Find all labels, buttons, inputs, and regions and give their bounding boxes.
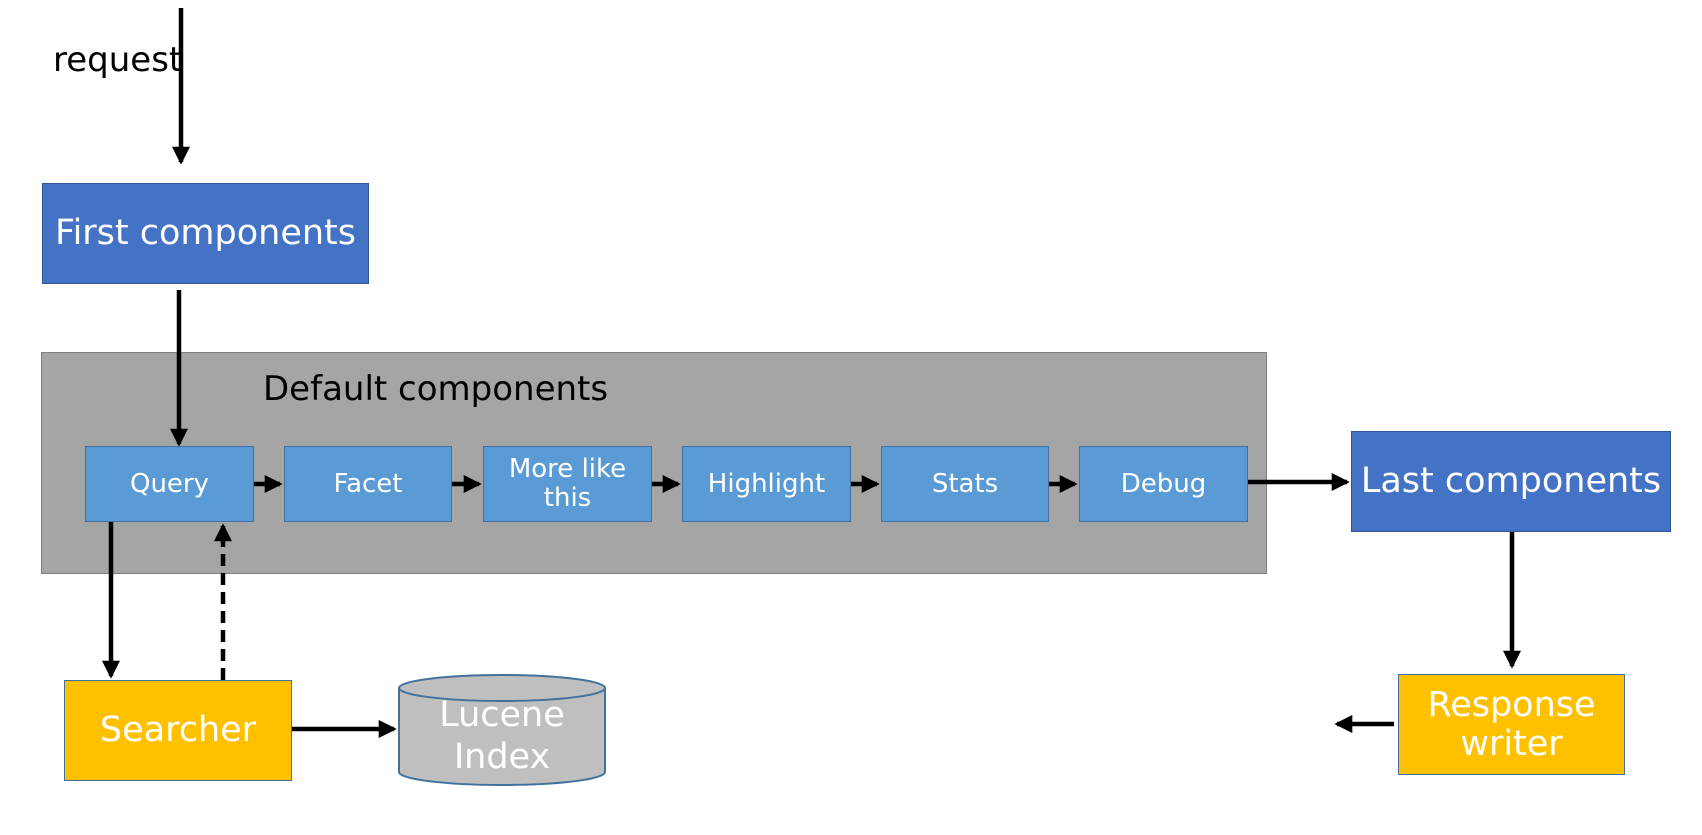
facet-box: Facet [284, 446, 452, 522]
default-components-label: Default components [263, 369, 609, 409]
more-like-this-box: More like this [483, 446, 652, 522]
query-box: Query [85, 446, 254, 522]
request-label: request [53, 40, 183, 80]
stats-box: Stats [881, 446, 1049, 522]
last-components-box: Last components [1351, 431, 1671, 532]
lucene-index-label: Lucene Index [439, 695, 565, 777]
first-components-box: First components [42, 183, 369, 284]
highlight-box: Highlight [682, 446, 851, 522]
searcher-box: Searcher [64, 680, 292, 781]
response-writer-box: Response writer [1398, 674, 1625, 775]
debug-box: Debug [1079, 446, 1248, 522]
